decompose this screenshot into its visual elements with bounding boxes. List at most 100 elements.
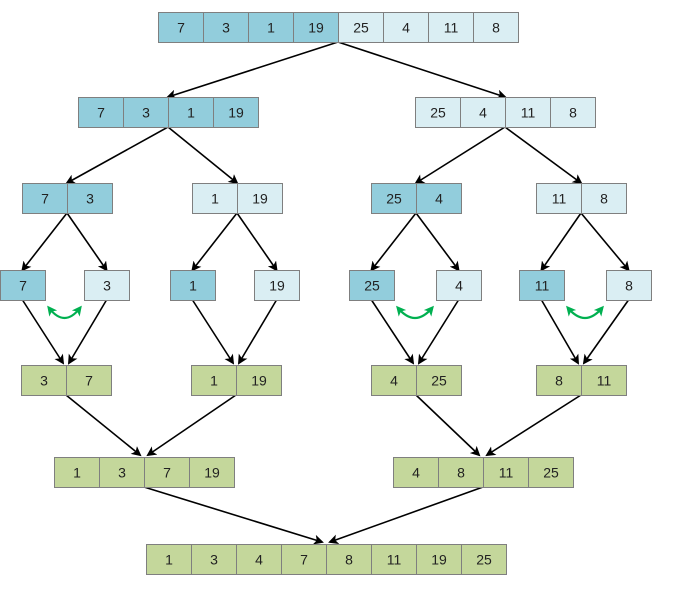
cell-value: 3 — [118, 465, 126, 481]
array-cell — [191, 544, 237, 575]
cell-value: 19 — [308, 20, 324, 36]
arrow-m4-to-mR — [485, 394, 582, 457]
array-cell — [123, 97, 169, 128]
array-cell — [536, 365, 582, 396]
array-cell — [237, 183, 283, 214]
array-cell — [460, 97, 506, 128]
arrow-RR-to-s11 — [540, 212, 582, 272]
array-cell — [168, 97, 214, 128]
cell-value: 1 — [210, 373, 218, 389]
array-cell — [473, 12, 519, 43]
cell-value: 19 — [228, 105, 244, 121]
array-cell — [170, 270, 216, 301]
array-cell — [21, 365, 67, 396]
array-s11: 11 — [519, 270, 565, 301]
array-cell — [191, 365, 237, 396]
array-cell — [436, 270, 482, 301]
array-cell — [146, 544, 192, 575]
swap-arrow-s7-s3 — [47, 305, 82, 320]
arrow-s3-to-m1 — [67, 299, 108, 365]
array-cell — [371, 183, 417, 214]
cell-value: 7 — [300, 552, 308, 568]
arrow-m1-to-mL — [65, 394, 142, 457]
arrow-s1-to-m2 — [191, 299, 235, 365]
cell-value: 3 — [142, 105, 150, 121]
cell-value: 25 — [476, 552, 492, 568]
array-cell — [248, 12, 294, 43]
swap-arrows — [47, 305, 604, 320]
array-s4: 4 — [436, 270, 482, 301]
array-s1: 1 — [170, 270, 216, 301]
array-cell — [483, 457, 529, 488]
arrow-L-to-LL — [65, 126, 169, 184]
arrow-LR-to-s1 — [191, 212, 238, 272]
arrow-mR-to-final — [328, 486, 484, 544]
array-cell — [438, 457, 484, 488]
array-cell — [254, 270, 300, 301]
array-s7: 7 — [0, 270, 46, 301]
swap-arrow-s11-s8 — [566, 305, 604, 320]
cell-value: 11 — [444, 20, 459, 36]
array-cell — [581, 183, 627, 214]
array-cell — [281, 544, 327, 575]
cell-value: 8 — [492, 20, 500, 36]
array-s19: 19 — [254, 270, 300, 301]
array-cell — [461, 544, 507, 575]
cell-value: 7 — [177, 20, 185, 36]
array-cell — [338, 12, 384, 43]
array-cell — [84, 270, 130, 301]
array-cell — [606, 270, 652, 301]
array-s3: 3 — [84, 270, 130, 301]
cell-value: 19 — [252, 191, 268, 207]
array-cell — [416, 183, 462, 214]
cell-value: 3 — [40, 373, 48, 389]
array-cell — [203, 12, 249, 43]
arrow-RL-to-s4 — [415, 212, 460, 272]
cell-value: 1 — [165, 552, 173, 568]
array-cell — [581, 365, 627, 396]
array-s8: 8 — [606, 270, 652, 301]
cell-value: 3 — [222, 20, 230, 36]
cell-value: 19 — [269, 278, 285, 294]
arrow-s4-to-m3 — [417, 299, 460, 365]
cell-value: 25 — [353, 20, 369, 36]
cell-value: 1 — [73, 465, 81, 481]
cell-value: 4 — [390, 373, 398, 389]
cell-value: 4 — [402, 20, 410, 36]
cell-value: 19 — [431, 552, 447, 568]
arrow-s19-to-m2 — [237, 299, 278, 365]
array-cell — [519, 270, 565, 301]
arrow-m3-to-mR — [415, 394, 481, 457]
cell-value: 11 — [597, 373, 612, 389]
array-cell — [416, 544, 462, 575]
arrow-s11-to-m4 — [540, 299, 580, 365]
cell-value: 4 — [479, 105, 487, 121]
cell-value: 11 — [499, 465, 514, 481]
cell-value: 25 — [430, 105, 446, 121]
array-cell — [189, 457, 235, 488]
arrow-root-to-R — [337, 41, 507, 100]
cell-value: 4 — [435, 191, 443, 207]
edges — [21, 41, 630, 545]
array-cell — [99, 457, 145, 488]
array-cell — [349, 270, 395, 301]
arrow-LL-to-s7 — [21, 212, 68, 272]
arrow-RR-to-s8 — [580, 212, 630, 272]
cell-value: 7 — [163, 465, 171, 481]
arrow-RL-to-s25 — [370, 212, 417, 272]
arrow-s7-to-m1 — [21, 299, 65, 365]
array-cell — [505, 97, 551, 128]
array-s25: 25 — [349, 270, 395, 301]
cell-value: 25 — [364, 278, 380, 294]
array-cell — [213, 97, 259, 128]
